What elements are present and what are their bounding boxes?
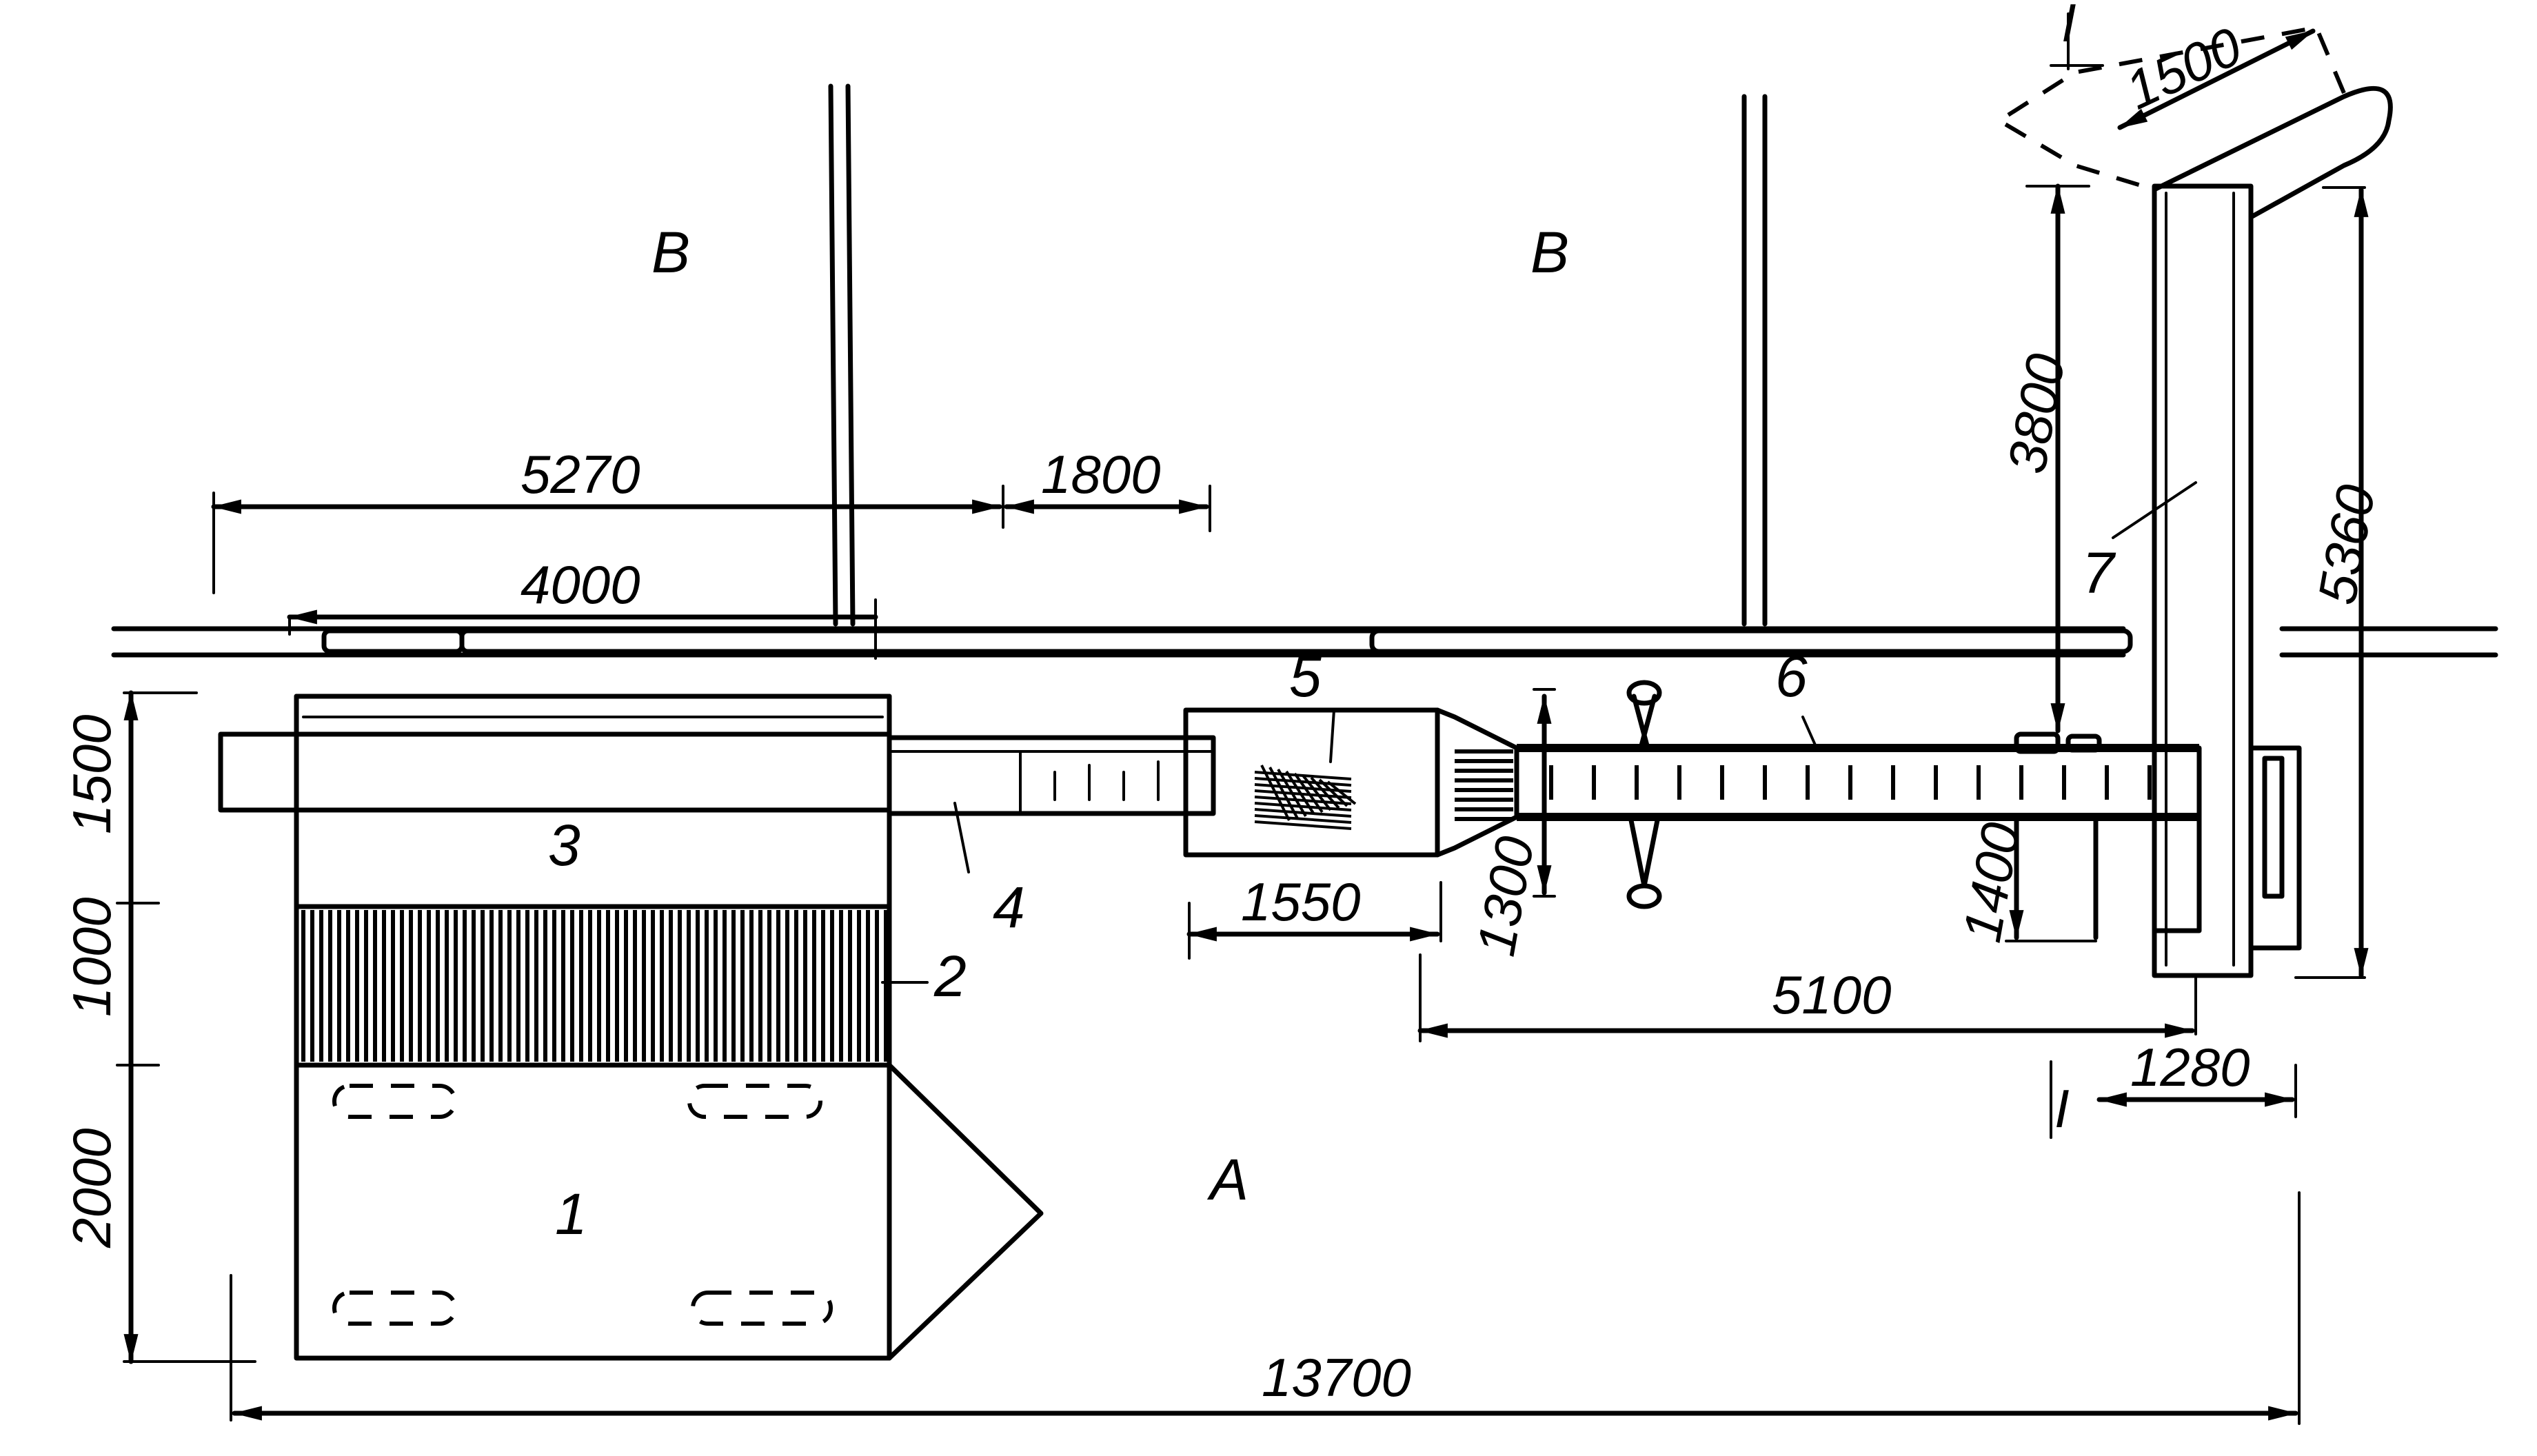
dim-1500-top: 1500: [2116, 15, 2250, 121]
leader-lines: [881, 481, 2197, 984]
section-mark-top: I: [2061, 0, 2076, 53]
dim-1500-left: 1500: [61, 714, 122, 834]
dim-1300: 1300: [1465, 832, 1546, 960]
dim-5360: 5360: [2306, 481, 2387, 609]
dim-1400: 1400: [1951, 818, 2032, 947]
component-4-feeder: [887, 735, 1216, 816]
dim-2000: 2000: [61, 1128, 122, 1248]
dim-5100: 5100: [1772, 964, 1892, 1025]
dim-4000: 4000: [520, 554, 640, 615]
dim-5270: 5270: [520, 444, 640, 505]
zone-b-right-label: B: [1530, 220, 1569, 285]
component-1-bin: [294, 1062, 1044, 1361]
component-1-label: 1: [555, 1182, 587, 1246]
component-5-screen: [1183, 707, 1519, 858]
dim-1550: 1550: [1241, 871, 1361, 932]
rotated-position-outline: [1995, 25, 2346, 192]
component-7-label: 7: [2082, 540, 2116, 605]
zone-b-left-label: B: [651, 220, 690, 285]
component-2-label: 2: [933, 944, 967, 1009]
dim-1800: 1800: [1041, 444, 1161, 505]
component-3-label: 3: [548, 813, 580, 878]
component-4-label: 4: [993, 875, 1025, 940]
dim-13700: 13700: [1262, 1347, 1411, 1408]
component-7-elevator: [2093, 85, 2393, 978]
building-walls: [111, 83, 2498, 658]
component-2-grate: [294, 904, 892, 1068]
dim-1280: 1280: [2130, 1037, 2250, 1098]
dimension-lines: [116, 12, 2369, 1425]
section-mark-bottom: I: [2054, 1078, 2070, 1139]
zone-a-label: A: [1206, 1147, 1249, 1212]
component-6-label: 6: [1775, 644, 1808, 709]
dim-3800: 3800: [1996, 350, 2076, 478]
dim-1000: 1000: [61, 897, 122, 1017]
component-5-label: 5: [1289, 644, 1322, 709]
